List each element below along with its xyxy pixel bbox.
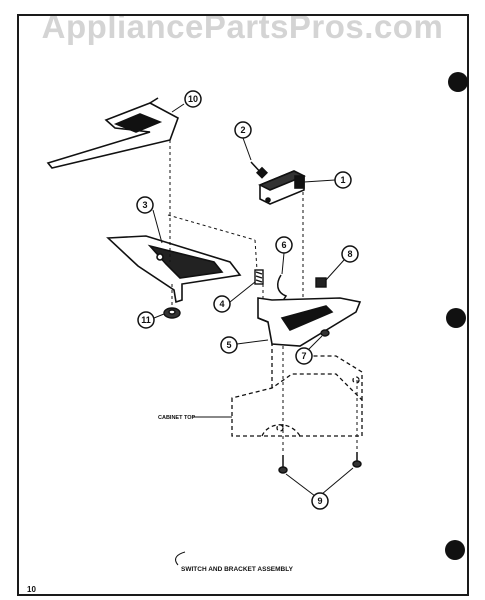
part-4-spring bbox=[254, 269, 264, 285]
cabinet-top-label: CABINET TOP bbox=[158, 415, 196, 421]
svg-text:5: 5 bbox=[226, 340, 231, 350]
svg-text:2: 2 bbox=[240, 125, 245, 135]
part-11-nut bbox=[163, 307, 181, 319]
diagram-title: SWITCH AND BRACKET ASSEMBLY bbox=[181, 566, 294, 573]
callout-1: 1 bbox=[334, 171, 352, 189]
part-6-clip bbox=[276, 274, 288, 303]
part-8-block bbox=[315, 277, 327, 288]
svg-text:8: 8 bbox=[347, 249, 352, 259]
part-2-screw bbox=[250, 161, 269, 179]
callout-11: 11 bbox=[137, 311, 155, 329]
svg-text:9: 9 bbox=[317, 496, 322, 506]
svg-text:11: 11 bbox=[141, 315, 151, 325]
part-9-screws bbox=[278, 452, 362, 474]
part-3-mounting-plate bbox=[106, 235, 242, 304]
part-1-switch bbox=[258, 170, 306, 205]
page-number: 10 bbox=[27, 585, 36, 594]
leader-lines bbox=[152, 103, 354, 566]
alignment-lines bbox=[167, 140, 358, 452]
callout-9: 9 bbox=[311, 492, 329, 510]
callout-7: 7 bbox=[295, 347, 313, 365]
svg-text:10: 10 bbox=[188, 94, 198, 104]
part-7-screw bbox=[320, 329, 330, 337]
binder-hole-middle bbox=[446, 308, 466, 328]
page-border bbox=[17, 14, 469, 596]
callout-5: 5 bbox=[220, 336, 238, 354]
svg-text:6: 6 bbox=[281, 240, 286, 250]
callout-3: 3 bbox=[136, 196, 154, 214]
svg-text:3: 3 bbox=[142, 200, 147, 210]
part-10-lever bbox=[46, 97, 179, 169]
binder-hole-bottom bbox=[445, 540, 465, 560]
callout-4: 4 bbox=[213, 295, 231, 313]
binder-hole-top bbox=[448, 72, 468, 92]
part-5-bracket bbox=[257, 297, 362, 347]
callout-circles: 10 2 1 3 6 8 4 11 bbox=[136, 90, 359, 510]
callout-2: 2 bbox=[234, 121, 252, 139]
callout-8: 8 bbox=[341, 245, 359, 263]
cabinet-top-outline bbox=[231, 344, 363, 437]
callout-10: 10 bbox=[184, 90, 202, 108]
svg-text:7: 7 bbox=[301, 351, 306, 361]
svg-text:4: 4 bbox=[219, 299, 224, 309]
callout-6: 6 bbox=[275, 236, 293, 254]
svg-text:1: 1 bbox=[340, 175, 345, 185]
